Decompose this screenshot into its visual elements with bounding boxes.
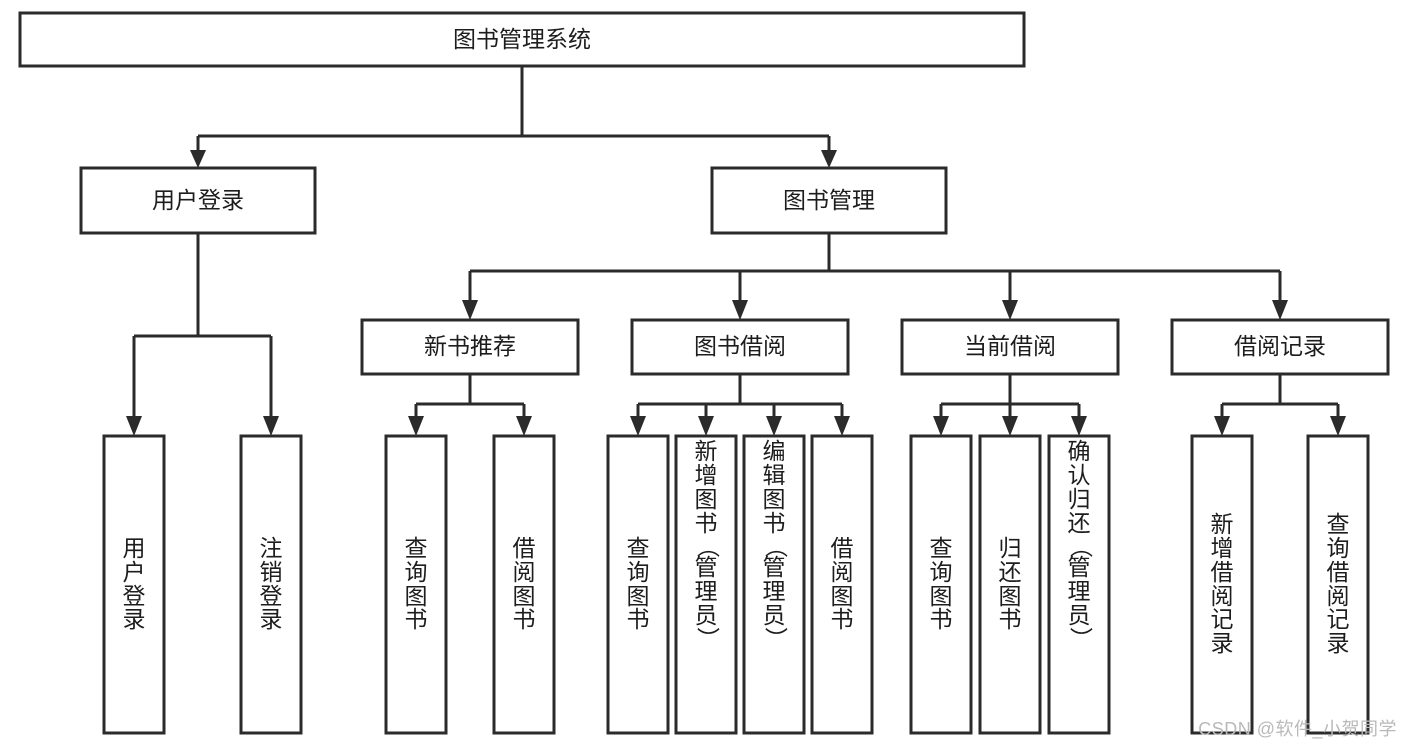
node-book-borrow-box[interactable] [630,318,850,376]
node-leaf-add-borrow-record-box[interactable] [1190,434,1254,735]
node-leaf-logout-login-box[interactable] [239,434,303,735]
node-current-borrow[interactable]: 当前借阅 [900,318,1120,376]
arrow-head-leaf-return-book [1002,416,1018,436]
node-root-title[interactable]: 图书管理系统 [18,11,1026,68]
node-user-login-box[interactable] [79,166,317,235]
arrow-head-leaf-add-borrow-record [1214,416,1230,436]
connector-group-book-management [462,233,1288,320]
node-new-book-recommend-box[interactable] [360,318,580,376]
arrow-head-new-book-recommend [462,300,478,320]
node-leaf-confirm-return-admin-box[interactable] [1047,434,1111,735]
arrow-head-leaf-borrow-book-2 [834,416,850,436]
node-book-management-box[interactable] [710,166,948,235]
arrow-head-leaf-query-book-1 [408,416,424,436]
arrow-head-leaf-query-book-2 [630,416,646,436]
node-leaf-query-book-3-box[interactable] [909,434,973,735]
node-new-book-recommend[interactable]: 新书推荐 [360,318,580,376]
arrow-head-leaf-logout-login [263,416,279,436]
node-root-title-box[interactable] [18,11,1026,68]
node-leaf-query-book-2-box[interactable] [606,434,670,735]
csdn-watermark: CSDN @软件_小贺同学 [1198,719,1397,739]
arrow-head-leaf-query-borrow-record [1330,416,1346,436]
connector-group-user-login [126,233,279,436]
node-leaf-borrow-book-2-box[interactable] [810,434,874,735]
node-book-management[interactable]: 图书管理 [710,166,948,235]
node-book-borrow-label: 图书借阅 [694,333,786,359]
connector-group-book-borrow [630,374,850,436]
node-leaf-query-book-1-box[interactable] [384,434,448,735]
node-leaf-query-borrow-record-box[interactable] [1306,434,1370,735]
node-borrow-record[interactable]: 借阅记录 [1170,318,1390,376]
node-leaf-edit-book-admin-box[interactable] [742,434,806,735]
node-user-login-label: 用户登录 [152,187,244,213]
arrow-head-book-borrow [732,300,748,320]
arrow-head-leaf-user-login [126,416,142,436]
node-leaf-add-book-admin-box[interactable] [674,434,738,735]
node-current-borrow-box[interactable] [900,318,1120,376]
arrow-head-leaf-borrow-book-1 [516,416,532,436]
connector-group-root [190,66,837,168]
arrow-head-leaf-query-book-3 [933,416,949,436]
arrow-head-leaf-add-book-admin [698,416,714,436]
node-leaf-user-login-box[interactable] [102,434,166,735]
node-book-borrow[interactable]: 图书借阅 [630,318,850,376]
arrow-head-borrow-record [1272,300,1288,320]
node-current-borrow-label: 当前借阅 [964,333,1056,359]
node-leaf-return-book-box[interactable] [978,434,1042,735]
node-user-login[interactable]: 用户登录 [79,166,317,235]
arrow-head-user-login [190,150,206,168]
connector-group-borrow-record [1214,374,1346,436]
node-leaf-borrow-book-1-box[interactable] [492,434,556,735]
arrow-head-current-borrow [1002,300,1018,320]
connector-group-current-borrow [933,374,1087,436]
node-new-book-recommend-label: 新书推荐 [424,333,516,359]
node-book-management-label: 图书管理 [783,187,875,213]
connector-group-new-book-recommend [408,374,532,436]
node-root-title-label: 图书管理系统 [453,26,591,52]
node-borrow-record-label: 借阅记录 [1234,333,1326,359]
arrow-head-book-management [821,150,837,168]
node-borrow-record-box[interactable] [1170,318,1390,376]
arrow-head-leaf-confirm-return-admin [1071,416,1087,436]
arrow-head-leaf-edit-book-admin [766,416,782,436]
